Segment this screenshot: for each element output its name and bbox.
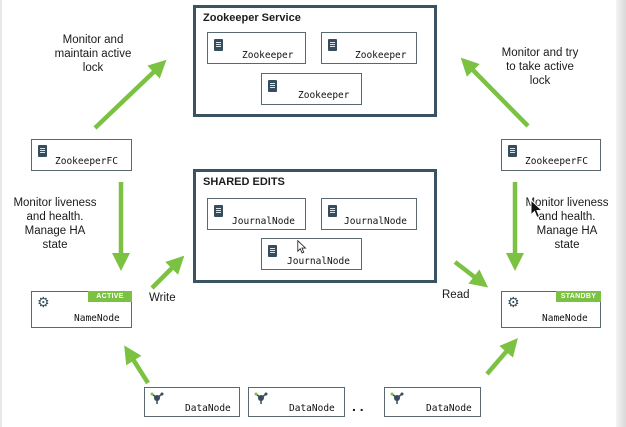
active-badge: ACTIVE: [88, 291, 132, 302]
journalnode-label: JournalNode: [344, 216, 407, 227]
annotation-line: lock: [529, 75, 551, 87]
zookeeper-node-label: Zookeeper: [355, 50, 407, 61]
journalnode-label: JournalNode: [232, 216, 295, 227]
gear-icon: ⚙: [507, 295, 520, 311]
annotation-left-top: Monitor and maintain active lock: [38, 33, 148, 75]
namenode-label: NameNode: [74, 313, 120, 324]
datanode: DataNode: [384, 387, 481, 417]
mouse-pointer-icon: [530, 199, 544, 219]
document-icon: [508, 145, 517, 157]
annotation-line: Manage HA: [536, 225, 598, 237]
journalnode: JournalNode: [321, 198, 417, 230]
annotation-line: Monitor and: [62, 34, 124, 46]
journalnode-label: JournalNode: [287, 256, 350, 267]
datanode: DataNode: [248, 387, 345, 417]
annotation-line: and health.: [538, 211, 596, 223]
document-icon: [38, 145, 47, 157]
document-icon: [268, 245, 277, 257]
annotation-line: Monitor liveness: [13, 197, 97, 209]
document-icon: [268, 80, 277, 92]
write-label: Write: [149, 292, 176, 304]
annotation-line: Monitor and try: [501, 47, 579, 59]
zookeeper-node-label: Zookeeper: [298, 90, 350, 101]
namenode-label: NameNode: [542, 313, 588, 324]
document-icon: [214, 39, 223, 51]
datanode: DataNode: [144, 387, 240, 417]
annotation-line: and health.: [26, 211, 84, 223]
annotation-line: Monitor liveness: [525, 197, 609, 209]
document-icon: [328, 205, 337, 217]
annotation-line: to take active: [506, 61, 574, 73]
arrow-datanode-to-standby: [485, 338, 518, 376]
zookeeper-fc-label: ZookeeperFC: [55, 156, 118, 167]
zookeeper-node: Zookeeper: [321, 32, 417, 64]
arrow-zkfc-left-to-zookeeper: [93, 59, 167, 130]
journalnode: JournalNode: [207, 198, 306, 230]
annotation-right-mid: Monitor liveness and health. Manage HA s…: [515, 196, 619, 252]
right-edge-shade: [616, 0, 626, 427]
annotation-left-mid: Monitor liveness and health. Manage HA s…: [1, 196, 109, 252]
annotation-line: state: [42, 239, 68, 251]
mouse-pointer-icon: [297, 240, 307, 254]
read-label: Read: [442, 289, 470, 301]
zookeeper-service-title: Zookeeper Service: [203, 12, 301, 24]
namenode-standby: ⚙ NameNode: [501, 291, 601, 328]
zookeeper-fc-label: ZookeeperFC: [525, 156, 588, 167]
annotation-line: lock: [82, 62, 104, 74]
arrow-write: [150, 255, 185, 290]
network-node-icon: [150, 392, 164, 404]
annotation-line: Manage HA: [24, 225, 86, 237]
document-icon: [214, 205, 223, 217]
arrow-zkfc-right-to-zookeeper: [460, 57, 530, 128]
zookeeper-node-label: Zookeeper: [242, 50, 294, 61]
zookeeper-fc-left: ZookeeperFC: [31, 139, 132, 171]
datanode-ellipsis: . .: [352, 398, 364, 414]
document-icon: [328, 39, 337, 51]
annotation-line: state: [554, 239, 580, 251]
standby-badge: STANDBY: [556, 291, 601, 302]
arrow-read: [453, 260, 489, 288]
shared-edits-title: SHARED EDITS: [203, 176, 285, 188]
left-edge-shade: [0, 0, 2, 427]
zookeeper-node: Zookeeper: [207, 32, 306, 64]
zookeeper-fc-right: ZookeeperFC: [501, 139, 601, 171]
gear-icon: ⚙: [37, 295, 50, 311]
datanode-label: DataNode: [185, 403, 231, 414]
datanode-label: DataNode: [289, 403, 335, 414]
network-node-icon: [254, 392, 268, 404]
datanode-label: DataNode: [426, 403, 472, 414]
arrow-datanode-to-active: [124, 345, 150, 385]
annotation-right-top: Monitor and try to take active lock: [482, 46, 598, 88]
network-node-icon: [390, 392, 404, 404]
annotation-line: maintain active: [54, 48, 132, 60]
zookeeper-node: Zookeeper: [261, 73, 362, 105]
journalnode: JournalNode: [261, 238, 362, 270]
